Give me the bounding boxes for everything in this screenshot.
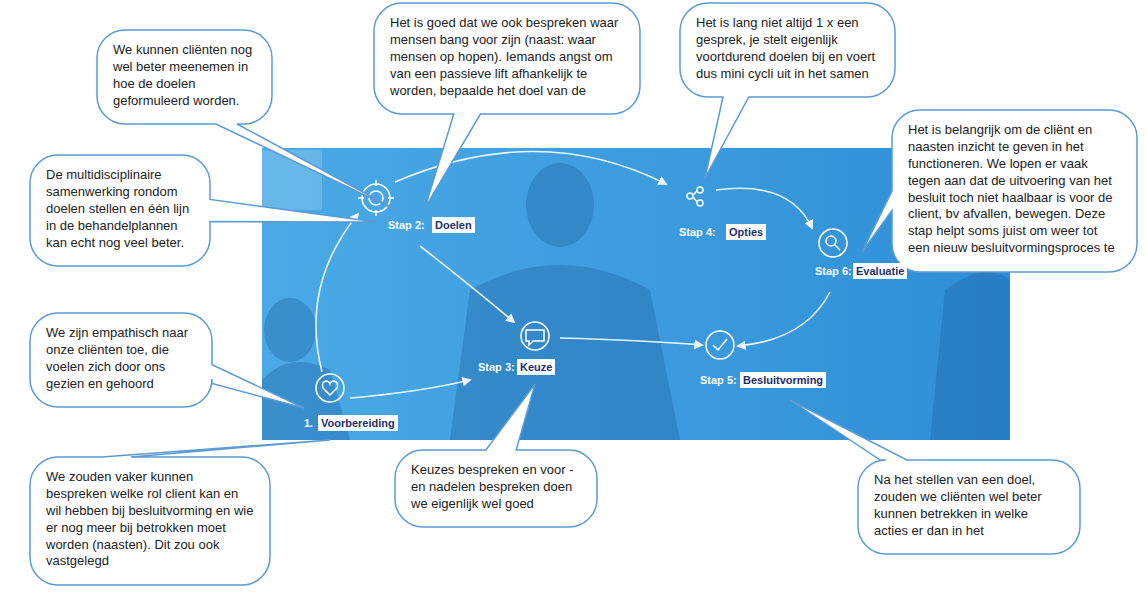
bubble-text: De multidisciplinaire samenwerking rondo… [30,155,210,263]
step-number: Stap 4: [679,225,716,239]
speech-bubble: We zouden vaker kunnen bespreken welke r… [30,457,270,585]
speech-bubble: Na het stellen van een doel, zouden we c… [858,460,1080,554]
speech-bubble: Het is belangrijk om de cliënt en naaste… [892,110,1137,272]
bubble-text: Het is belangrijk om de cliënt en naaste… [892,110,1137,269]
speech-bubble: We zijn empathisch naar onze cliënten to… [30,313,212,407]
speech-bubble: We kunnen cliënten nog wel beter meeneme… [97,30,272,124]
bubble-shape [862,110,1137,272]
step-number: Stap 6: [815,264,852,278]
bubble-text: Na het stellen van een doel, zouden we c… [858,460,1080,552]
step-number: Stap 3: [478,360,515,374]
step-name: Evaluatie [853,263,907,279]
bubble-shape [30,155,376,266]
speech-bubble: Het is lang niet altijd 1 x een gesprek,… [680,3,895,97]
bubble-shape [30,440,330,585]
speech-bubble: Het is goed dat we ook bespreken waar me… [374,3,640,114]
speech-bubble: De multidisciplinaire samenwerking rondo… [30,155,210,266]
step-name: Voorbereiding [318,415,398,431]
bubble-text: We kunnen cliënten nog wel beter meeneme… [97,30,272,122]
bubble-text: We zijn empathisch naar onze cliënten to… [30,313,212,405]
step-number: Stap 5: [700,373,737,387]
bubble-shape [680,3,895,178]
step-name: Keuze [517,359,555,375]
bubble-shape [374,3,640,208]
step-number: Stap 2: [388,218,425,232]
bubble-text: We zouden vaker kunnen bespreken welke r… [30,457,270,582]
step-name: Doelen [432,217,475,233]
bubble-shape [30,313,304,408]
bubble-text: Keuzes bespreken en voor - en nadelen be… [395,450,597,525]
bubble-text: Het is lang niet altijd 1 x een gesprek,… [680,3,895,95]
step-name: Besluitvorming [740,372,826,388]
bubble-shape [790,400,1080,554]
bubble-text: Het is goed dat we ook bespreken waar me… [374,3,640,111]
step-name: Opties [726,224,766,240]
bubble-shape [395,384,597,527]
speech-bubble: Keuzes bespreken en voor - en nadelen be… [395,450,597,527]
step-number: 1. [304,416,313,430]
